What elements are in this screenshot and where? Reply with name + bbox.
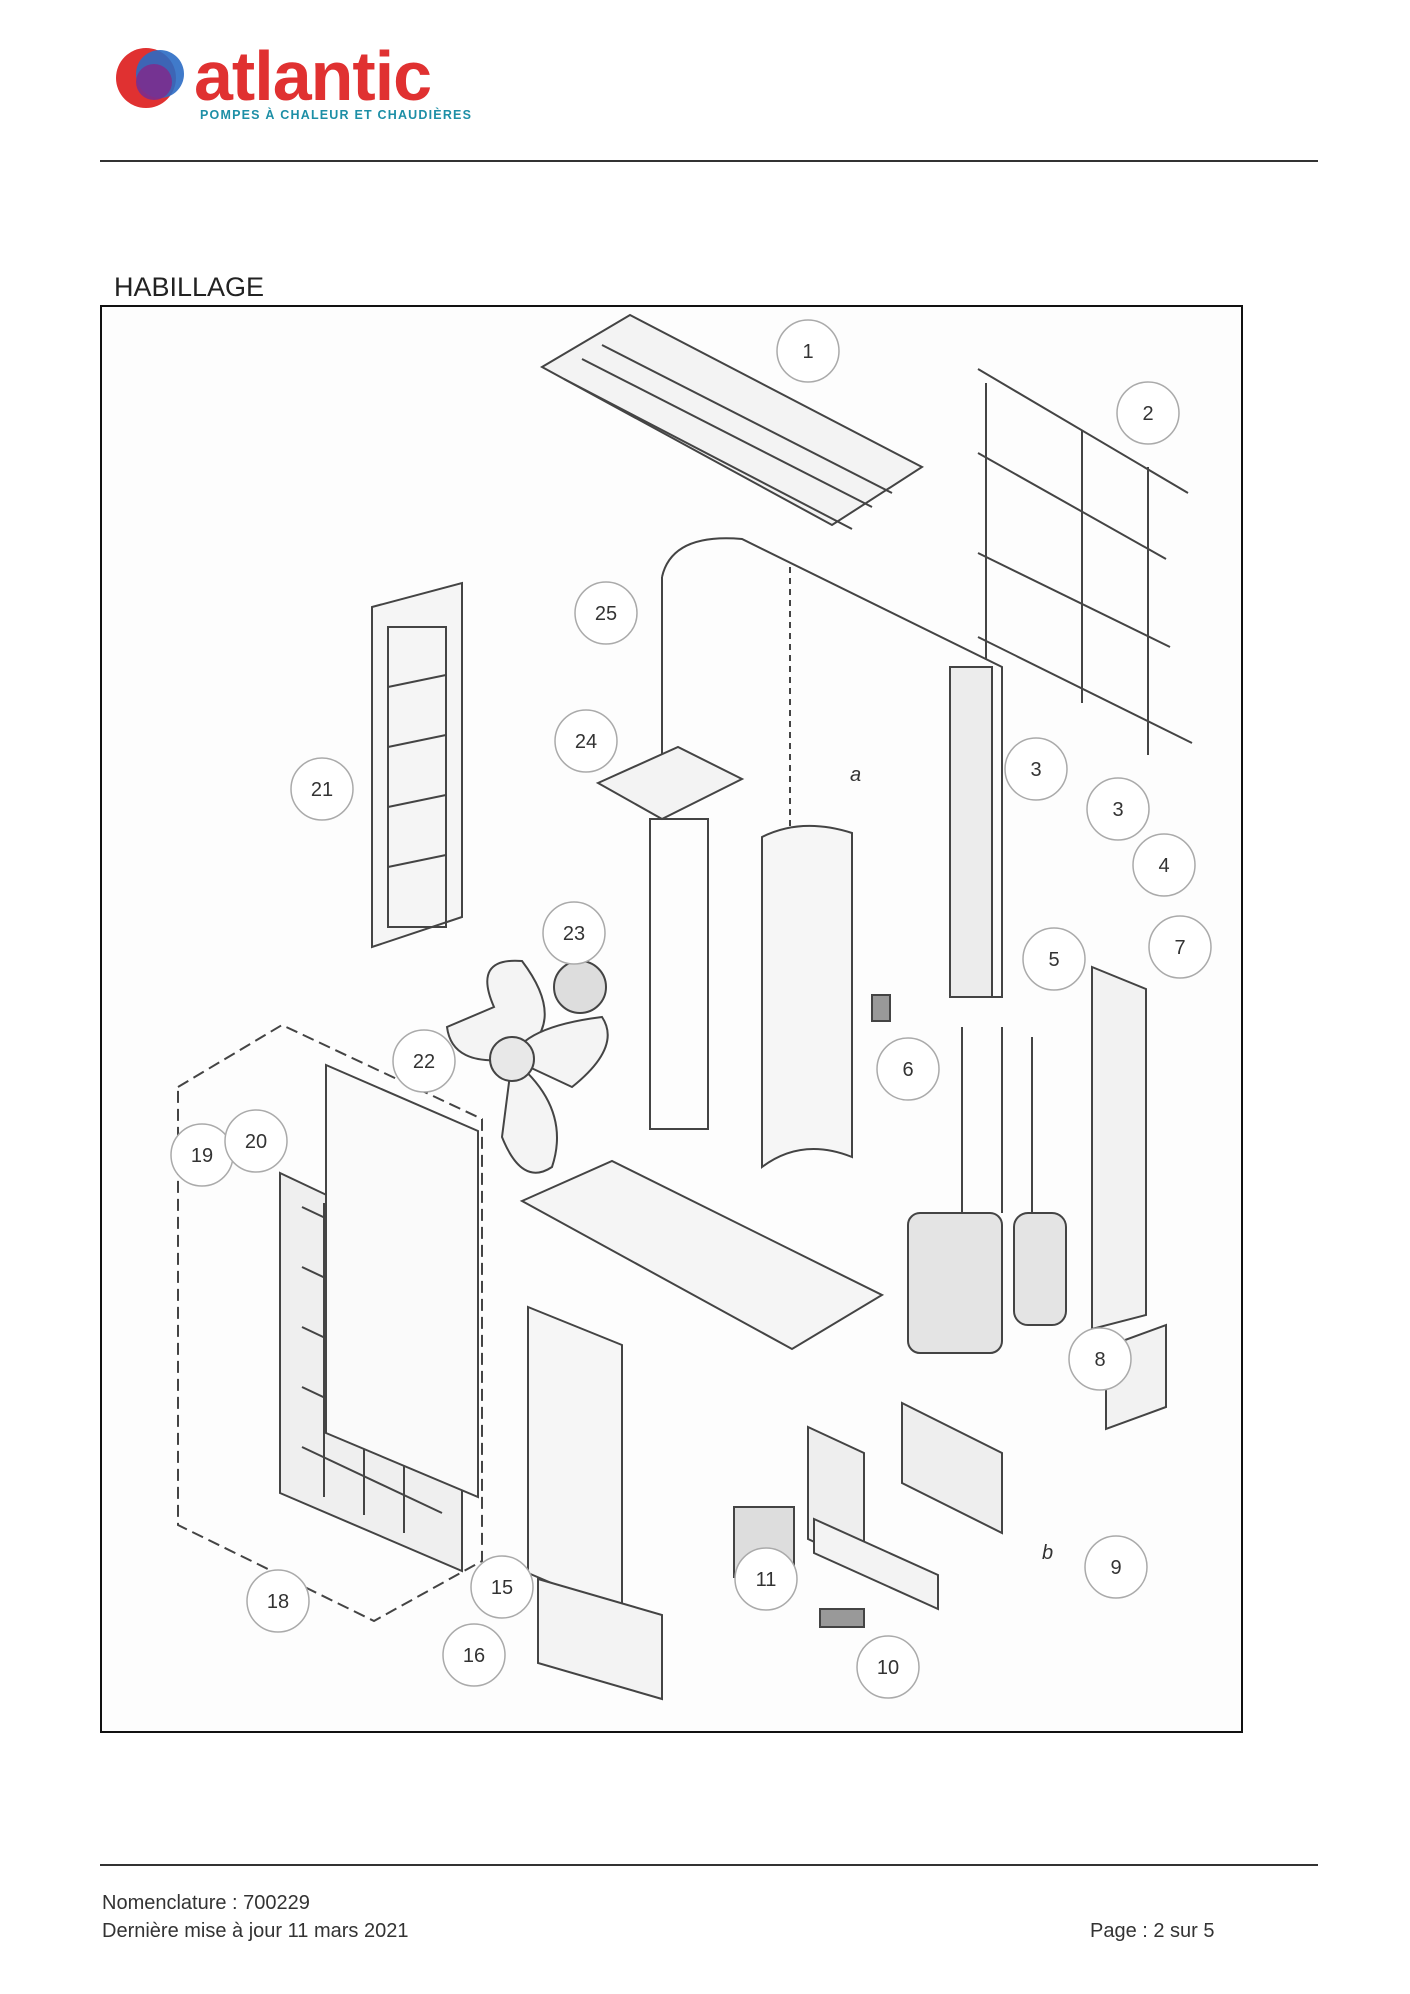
callout-22: 22 bbox=[392, 1029, 456, 1093]
diagram-drawing: 1 2 3 3 4 5 6 7 8 9 10 11 15 16 18 19 20… bbox=[170, 313, 1212, 1701]
callout-8: 8 bbox=[1068, 1327, 1132, 1391]
svg-text:3: 3 bbox=[1112, 799, 1123, 821]
svg-text:10: 10 bbox=[877, 1657, 899, 1679]
part-condenser-coil bbox=[661, 537, 1003, 998]
brand-tagline: POMPES À CHALEUR ET CHAUDIÈRES bbox=[200, 108, 473, 122]
svg-text:4: 4 bbox=[1158, 855, 1169, 877]
callout-1: 1 bbox=[776, 319, 840, 383]
svg-text:1: 1 bbox=[802, 341, 813, 363]
callout-19: 19 bbox=[170, 1123, 234, 1187]
svg-text:23: 23 bbox=[563, 923, 585, 945]
part-fan-motor bbox=[553, 960, 607, 1014]
svg-text:5: 5 bbox=[1048, 949, 1059, 971]
callout-16: 16 bbox=[442, 1623, 506, 1687]
part-motor-bracket bbox=[595, 745, 745, 1130]
part-base-plate bbox=[519, 1159, 885, 1351]
logo-mark-icon bbox=[116, 48, 184, 108]
svg-text:21: 21 bbox=[311, 779, 333, 801]
svg-text:22: 22 bbox=[413, 1051, 435, 1073]
part-fan-propeller bbox=[445, 959, 609, 1174]
part-top-cover bbox=[539, 313, 924, 530]
exploded-parts-diagram: 1 2 3 3 4 5 6 7 8 9 10 11 15 16 18 19 20… bbox=[100, 305, 1243, 1733]
callout-24: 24 bbox=[554, 709, 618, 773]
footer-rule bbox=[100, 1864, 1318, 1866]
part-service-cover bbox=[527, 1305, 623, 1615]
callout-23: 23 bbox=[542, 901, 606, 965]
part-sensor bbox=[871, 994, 891, 1022]
part-terminal-cover bbox=[537, 1577, 663, 1701]
svg-text:9: 9 bbox=[1110, 1557, 1121, 1579]
svg-text:20: 20 bbox=[245, 1131, 267, 1153]
svg-text:18: 18 bbox=[267, 1591, 289, 1613]
svg-text:6: 6 bbox=[902, 1059, 913, 1081]
callout-2: 2 bbox=[1116, 381, 1180, 445]
callout-9: 9 bbox=[1084, 1535, 1148, 1599]
part-separator-plate bbox=[761, 824, 853, 1169]
svg-text:25: 25 bbox=[595, 603, 617, 625]
page-number: Page : 2 sur 5 bbox=[1090, 1920, 1215, 1942]
svg-text:8: 8 bbox=[1094, 1349, 1105, 1371]
svg-text:7: 7 bbox=[1174, 937, 1185, 959]
label-a: a bbox=[850, 764, 861, 786]
callout-4: 4 bbox=[1132, 833, 1196, 897]
svg-text:19: 19 bbox=[191, 1145, 213, 1167]
callout-11: 11 bbox=[734, 1547, 798, 1611]
callout-5: 5 bbox=[1022, 927, 1086, 991]
part-electronics bbox=[733, 1401, 1003, 1628]
brand-name: atlantic bbox=[194, 37, 432, 115]
label-b: b bbox=[1042, 1542, 1053, 1564]
part-front-panel bbox=[177, 1023, 483, 1623]
callout-15: 15 bbox=[470, 1555, 534, 1619]
svg-text:15: 15 bbox=[491, 1577, 513, 1599]
callout-20: 20 bbox=[224, 1109, 288, 1173]
section-title: HABILLAGE bbox=[114, 272, 265, 302]
nomenclature-number: Nomenclature : 700229 bbox=[102, 1892, 310, 1914]
part-rear-grille bbox=[977, 368, 1193, 755]
callout-6: 6 bbox=[876, 1037, 940, 1101]
callout-3b: 3 bbox=[1086, 777, 1150, 841]
svg-text:2: 2 bbox=[1142, 403, 1153, 425]
part-side-grille bbox=[371, 581, 463, 949]
callout-18: 18 bbox=[246, 1569, 310, 1633]
callout-3a: 3 bbox=[1004, 737, 1068, 801]
callout-7: 7 bbox=[1148, 915, 1212, 979]
brand-logo: atlantic POMPES À CHALEUR ET CHAUDIÈRES bbox=[112, 37, 492, 128]
svg-text:24: 24 bbox=[575, 731, 597, 753]
svg-text:11: 11 bbox=[756, 1569, 777, 1591]
svg-text:3: 3 bbox=[1030, 759, 1041, 781]
subassembly-labels: a b bbox=[850, 764, 1053, 1564]
svg-text:16: 16 bbox=[463, 1645, 485, 1667]
callout-21: 21 bbox=[290, 757, 354, 821]
part-callouts: 1 2 3 3 4 5 6 7 8 9 10 11 15 16 18 19 20… bbox=[170, 319, 1212, 1699]
callout-10: 10 bbox=[856, 1635, 920, 1699]
callout-25: 25 bbox=[574, 581, 638, 645]
part-right-panel bbox=[1091, 965, 1147, 1331]
last-updated: Dernière mise à jour 11 mars 2021 bbox=[102, 1920, 409, 1942]
header-rule bbox=[100, 160, 1318, 162]
